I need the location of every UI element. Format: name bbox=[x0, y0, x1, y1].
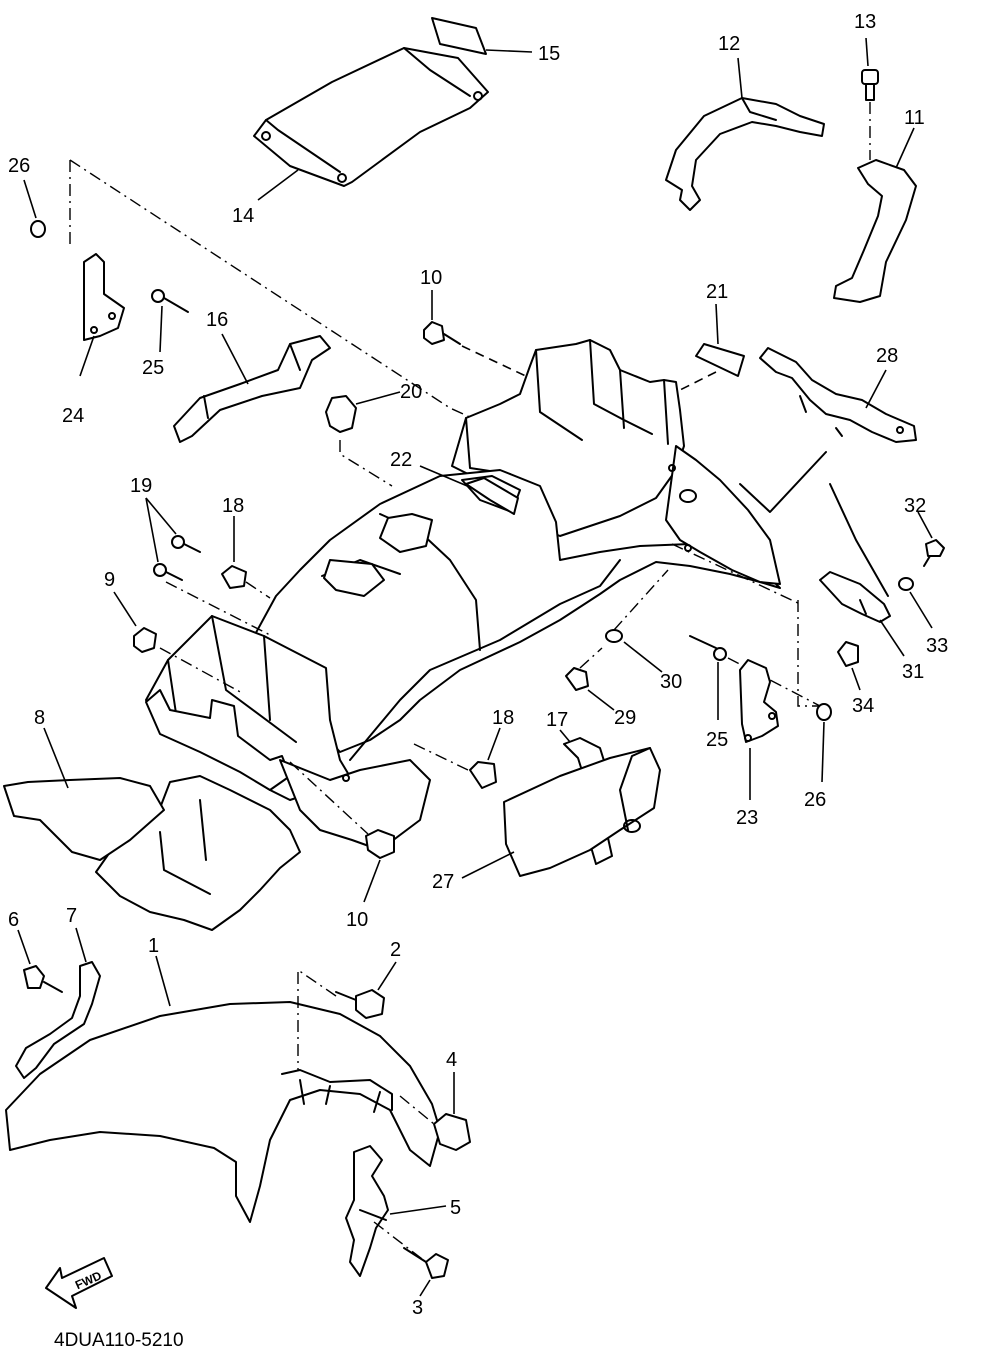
part-main-rear-fender bbox=[95, 339, 781, 931]
part-18-fastener-top bbox=[221, 516, 271, 599]
part-30-washer bbox=[605, 569, 669, 673]
part-18-fastener-bottom bbox=[413, 727, 501, 789]
part-29-nut bbox=[565, 647, 615, 711]
callout-26-top: 26 bbox=[8, 155, 30, 177]
part-1-front-fender bbox=[5, 955, 441, 1223]
callout-13: 13 bbox=[854, 11, 876, 33]
callout-5: 5 bbox=[450, 1197, 461, 1219]
callout-10-lower: 10 bbox=[346, 909, 368, 931]
callout-2: 2 bbox=[390, 939, 401, 961]
callout-15: 15 bbox=[538, 43, 560, 65]
callout-10-top: 10 bbox=[420, 267, 442, 289]
part-33-washer bbox=[898, 577, 933, 629]
callout-22: 22 bbox=[390, 449, 412, 471]
callout-labels: 15 14 12 13 11 26 24 25 16 10 20 21 28 2… bbox=[8, 11, 948, 1319]
callout-24: 24 bbox=[62, 405, 84, 427]
part-21-pad bbox=[675, 303, 745, 393]
part-24-bracket bbox=[79, 253, 125, 377]
part-14-cover bbox=[253, 47, 489, 201]
part-4-grommet bbox=[399, 1072, 471, 1151]
part-6-bolt bbox=[17, 929, 63, 993]
callout-7: 7 bbox=[66, 905, 77, 927]
callout-20: 20 bbox=[400, 381, 422, 403]
callout-28: 28 bbox=[876, 345, 898, 367]
callout-9: 9 bbox=[104, 569, 115, 591]
diagram-code: 4DUA110-5210 bbox=[54, 1330, 184, 1351]
callout-11: 11 bbox=[904, 107, 925, 129]
callout-14: 14 bbox=[232, 205, 254, 227]
part-9-nut bbox=[113, 591, 245, 695]
part-15-sticker bbox=[431, 17, 533, 55]
part-28-bracket bbox=[739, 347, 917, 513]
callout-31: 31 bbox=[902, 661, 924, 683]
callout-23: 23 bbox=[736, 807, 758, 829]
callout-25-right: 25 bbox=[706, 729, 728, 751]
callout-6: 6 bbox=[8, 909, 19, 931]
part-11-grab-bar bbox=[833, 127, 917, 303]
callout-12: 12 bbox=[718, 33, 740, 55]
part-3-bolt bbox=[373, 1221, 449, 1297]
part-22-label bbox=[419, 465, 519, 515]
callout-4: 4 bbox=[446, 1049, 457, 1071]
part-31-bracket bbox=[819, 483, 905, 657]
part-20-clip bbox=[325, 391, 401, 487]
part-19-bolts bbox=[145, 497, 273, 637]
part-26-nut-right bbox=[671, 543, 832, 783]
callout-30: 30 bbox=[660, 671, 682, 693]
callout-3: 3 bbox=[412, 1297, 423, 1319]
callout-34: 34 bbox=[852, 695, 874, 717]
part-10-bolt-lower bbox=[289, 761, 395, 903]
part-5-bracket bbox=[345, 1145, 447, 1277]
part-13-bolt bbox=[861, 37, 879, 160]
callout-29: 29 bbox=[614, 707, 636, 729]
callout-17: 17 bbox=[546, 709, 568, 731]
part-32-bolt bbox=[917, 511, 945, 567]
callout-25-left: 25 bbox=[142, 357, 164, 379]
part-2-bolt bbox=[297, 961, 397, 1070]
part-23-bracket bbox=[739, 659, 779, 800]
part-34-nut bbox=[837, 641, 861, 691]
callout-32: 32 bbox=[904, 495, 926, 517]
callout-26-right: 26 bbox=[804, 789, 826, 811]
callout-33: 33 bbox=[926, 635, 948, 657]
part-10-bolt-top bbox=[423, 290, 531, 379]
part-25-screw-left bbox=[151, 289, 189, 353]
callout-1: 1 bbox=[148, 935, 159, 957]
callout-27: 27 bbox=[432, 871, 454, 893]
callout-21: 21 bbox=[706, 281, 728, 303]
callout-19: 19 bbox=[130, 475, 152, 497]
part-16-bracket bbox=[173, 333, 331, 443]
callout-8: 8 bbox=[34, 707, 45, 729]
part-27-pouch bbox=[461, 747, 661, 879]
part-7-stay-bracket bbox=[15, 927, 101, 1079]
fwd-arrow-icon: FWD bbox=[45, 1257, 113, 1309]
part-8-mud-flap bbox=[3, 727, 165, 861]
callout-16: 16 bbox=[206, 309, 228, 331]
callout-18-bottom: 18 bbox=[492, 707, 514, 729]
callout-18-top: 18 bbox=[222, 495, 244, 517]
part-26-nut-top bbox=[23, 179, 46, 238]
part-12-grab-bar bbox=[665, 57, 825, 211]
